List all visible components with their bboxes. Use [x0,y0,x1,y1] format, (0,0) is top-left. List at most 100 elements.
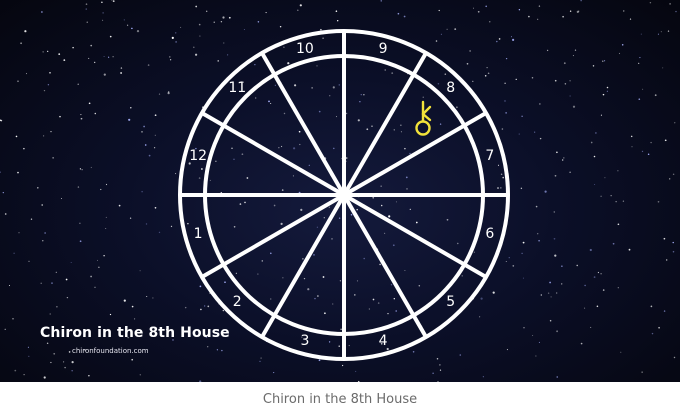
star [563,62,566,65]
star [52,157,54,159]
star [72,46,74,49]
star [617,170,619,172]
star [188,162,191,165]
star [46,342,49,345]
star [359,101,361,103]
star [329,95,331,97]
star [438,9,440,12]
star [308,164,310,166]
star [255,97,257,99]
star [539,103,541,105]
star [518,133,520,135]
star [44,232,46,234]
star [660,31,662,33]
star [257,273,259,275]
star [554,174,557,177]
star [363,94,365,96]
star [41,11,43,13]
star [17,171,19,174]
overlay-title: Chiron in the 8th House [40,325,230,341]
star [593,155,596,158]
star [131,358,134,361]
star [18,232,20,234]
star [341,364,344,367]
star [354,294,356,296]
star [259,360,261,363]
star [380,204,383,207]
star [538,5,541,7]
star [169,56,171,58]
star [553,211,556,213]
star [244,201,246,204]
star [621,44,624,46]
star [469,50,471,52]
star [257,21,260,23]
star [650,141,652,144]
star [148,154,151,157]
star [580,0,582,2]
star [168,91,170,93]
star [246,177,249,179]
star [477,10,480,13]
star [243,28,245,31]
star [136,30,140,33]
star [193,46,195,49]
star [512,265,515,267]
star [546,49,549,52]
star [456,106,458,109]
star [366,128,369,131]
star [85,3,88,5]
star [563,157,565,159]
star [52,335,55,337]
star [617,287,619,289]
star [318,359,321,362]
star [432,372,434,374]
star [395,201,397,203]
star [123,19,125,21]
star [307,288,310,291]
star [600,195,602,197]
star [466,62,469,65]
star [409,208,411,211]
star [498,38,501,40]
star [96,259,99,261]
star [201,168,203,170]
star [363,257,365,260]
star [239,203,242,205]
star [337,20,339,22]
star [144,144,147,146]
star [461,275,463,277]
star [592,65,595,67]
star [64,366,66,369]
star [384,232,386,234]
star [141,190,143,193]
star [345,112,348,115]
star [221,349,223,352]
star [631,146,633,148]
star [446,218,449,221]
star [486,66,488,69]
star [672,250,675,253]
star [293,147,296,150]
star [77,186,80,188]
star [298,130,301,133]
star [88,57,90,59]
star [102,12,104,14]
star [628,248,631,251]
star [228,16,231,19]
star [371,125,373,128]
star [80,114,82,116]
star [283,46,285,48]
star [544,190,547,193]
star [47,84,50,86]
star [294,84,297,87]
star [323,217,325,219]
star [167,92,170,95]
star [324,312,326,315]
star [647,153,650,155]
star [667,30,670,32]
star [528,15,530,18]
star [435,40,438,42]
star [302,258,304,260]
star [523,327,525,329]
